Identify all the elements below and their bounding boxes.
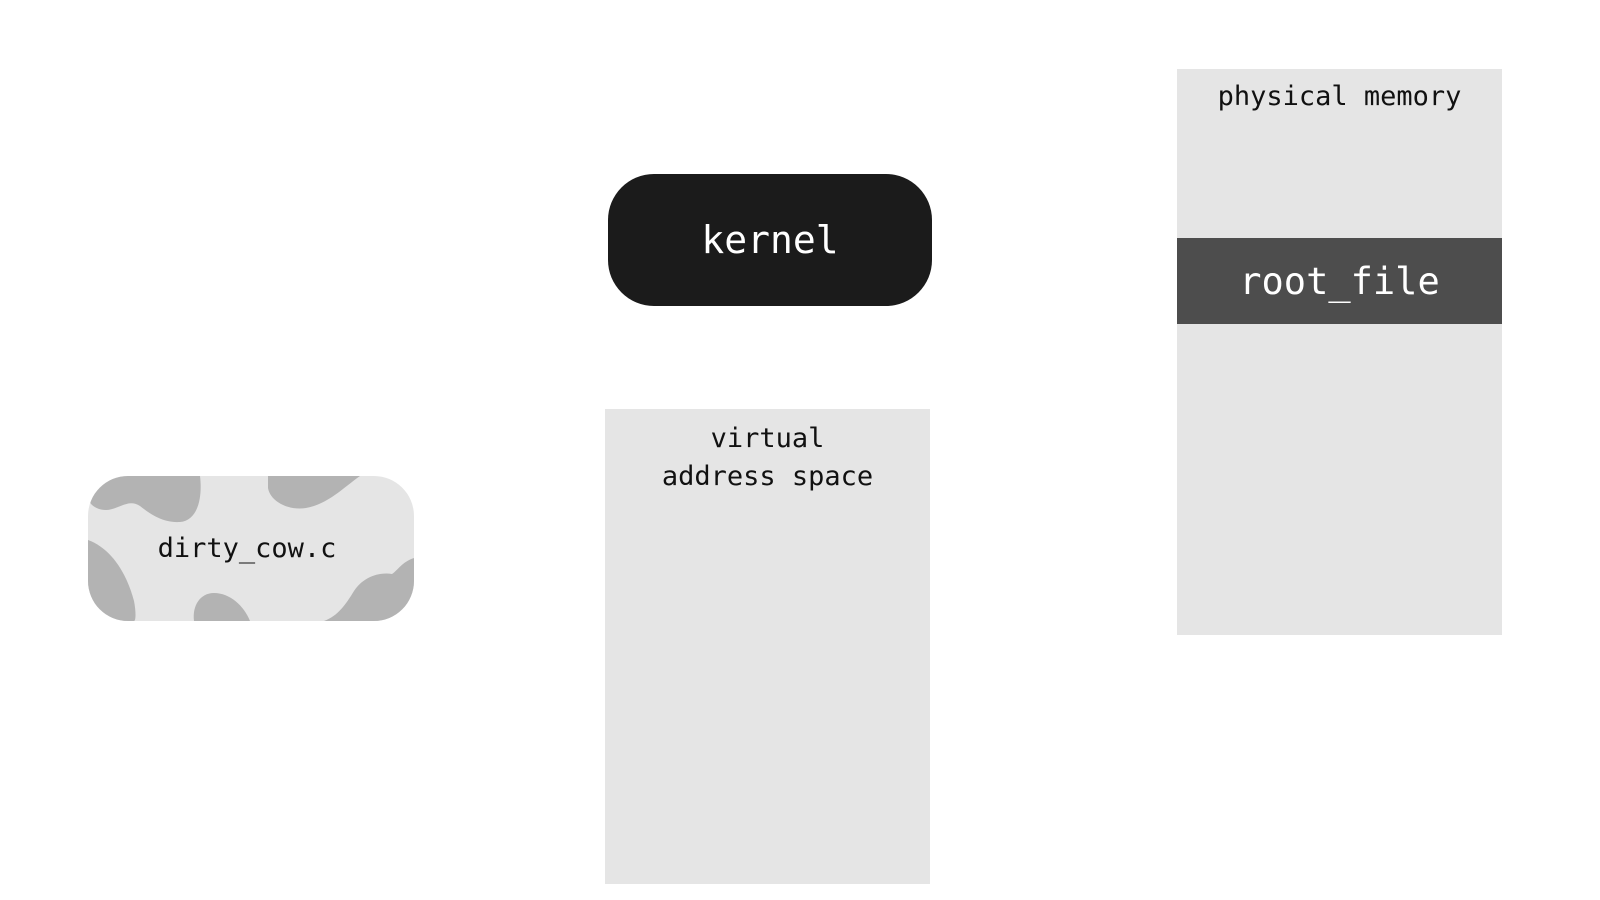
cow-spot <box>88 476 201 523</box>
virtual-address-space-title: virtual address space <box>661 423 874 492</box>
process-label: dirty_cow.c <box>157 533 337 564</box>
cow-spot <box>193 593 250 621</box>
cow-spot <box>88 540 136 621</box>
root-file-page: root_file <box>1177 238 1502 324</box>
root-file-label: root_file <box>1239 259 1440 303</box>
cow-spot <box>324 558 414 621</box>
dirty-cow-process: dirty_cow.c <box>88 476 414 621</box>
physical-memory-title: physical memory <box>1217 81 1462 112</box>
physical-memory-panel: physical memory root_file <box>1177 69 1502 635</box>
cow-spots-pattern <box>88 476 414 621</box>
virtual-address-space-panel: virtual address space <box>605 409 930 884</box>
kernel-label: kernel <box>701 218 839 262</box>
kernel-block: kernel <box>608 174 932 306</box>
cow-spot <box>268 476 360 509</box>
